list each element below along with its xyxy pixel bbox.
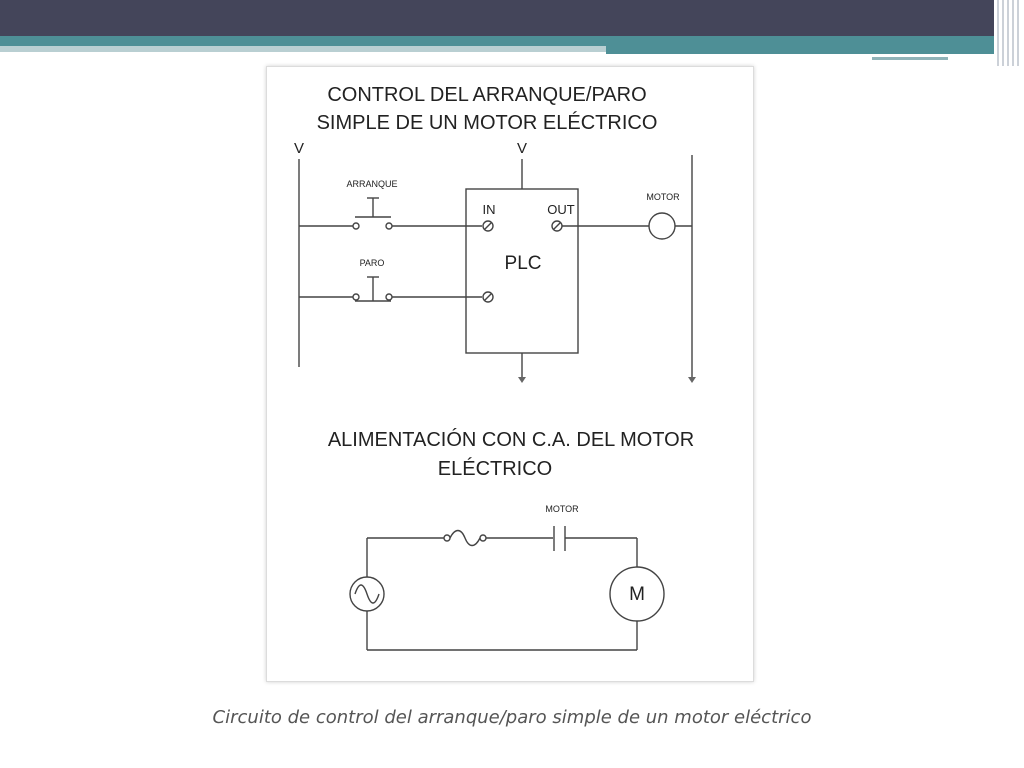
- corner-decoration: [994, 0, 1024, 66]
- plc-ground-arrow: [518, 377, 526, 383]
- in-terminal-2-slash: [484, 293, 492, 301]
- header-accent-line: [872, 57, 948, 60]
- paro-label: PARO: [360, 258, 385, 268]
- fuse-terminal-right: [479, 534, 487, 542]
- header-accent-dark: [606, 46, 1024, 54]
- header-accent-band: [0, 36, 1024, 46]
- right-rail-ground-arrow: [688, 377, 696, 383]
- diagram2-title-line1: ALIMENTACIÓN CON C.A. DEL MOTOR: [328, 428, 694, 451]
- motor-contact-label: MOTOR: [545, 504, 579, 514]
- motor-symbol-label: M: [629, 584, 645, 605]
- header-bar: [0, 0, 1024, 36]
- diagram-panel: CONTROL DEL ARRANQUE/PARO SIMPLE DE UN M…: [266, 66, 754, 682]
- ac-source-sine-icon: [354, 584, 380, 604]
- in-terminal-2: [482, 291, 494, 303]
- fuse-terminal-left: [443, 534, 451, 542]
- motor-label: MOTOR: [646, 192, 680, 202]
- diagram2-title-line2: ELÉCTRICO: [438, 457, 552, 480]
- plc-label: PLC: [505, 253, 542, 274]
- arranque-label: ARRANQUE: [346, 179, 397, 189]
- in-terminal-1-slash: [484, 222, 492, 230]
- arranque-contact-left: [352, 222, 360, 230]
- arranque-contact-right: [385, 222, 393, 230]
- in-label: IN: [483, 202, 496, 217]
- header-accent-light: [0, 46, 606, 52]
- figure-caption: Circuito de control del arranque/paro si…: [212, 707, 812, 728]
- paro-contact-left: [352, 293, 360, 301]
- diagram1-title-line1: CONTROL DEL ARRANQUE/PARO: [327, 84, 646, 106]
- fuse-symbol: [449, 529, 481, 547]
- v-left-label: V: [294, 140, 304, 157]
- out-terminal-slash: [553, 222, 561, 230]
- paro-contact-right: [385, 293, 393, 301]
- in-terminal-1: [482, 220, 494, 232]
- circuit-diagram: CONTROL DEL ARRANQUE/PARO SIMPLE DE UN M…: [294, 84, 696, 651]
- v-center-label: V: [517, 140, 527, 157]
- diagram1-title-line2: SIMPLE DE UN MOTOR ELÉCTRICO: [317, 111, 658, 134]
- motor-coil: [648, 212, 676, 240]
- out-label: OUT: [547, 202, 575, 217]
